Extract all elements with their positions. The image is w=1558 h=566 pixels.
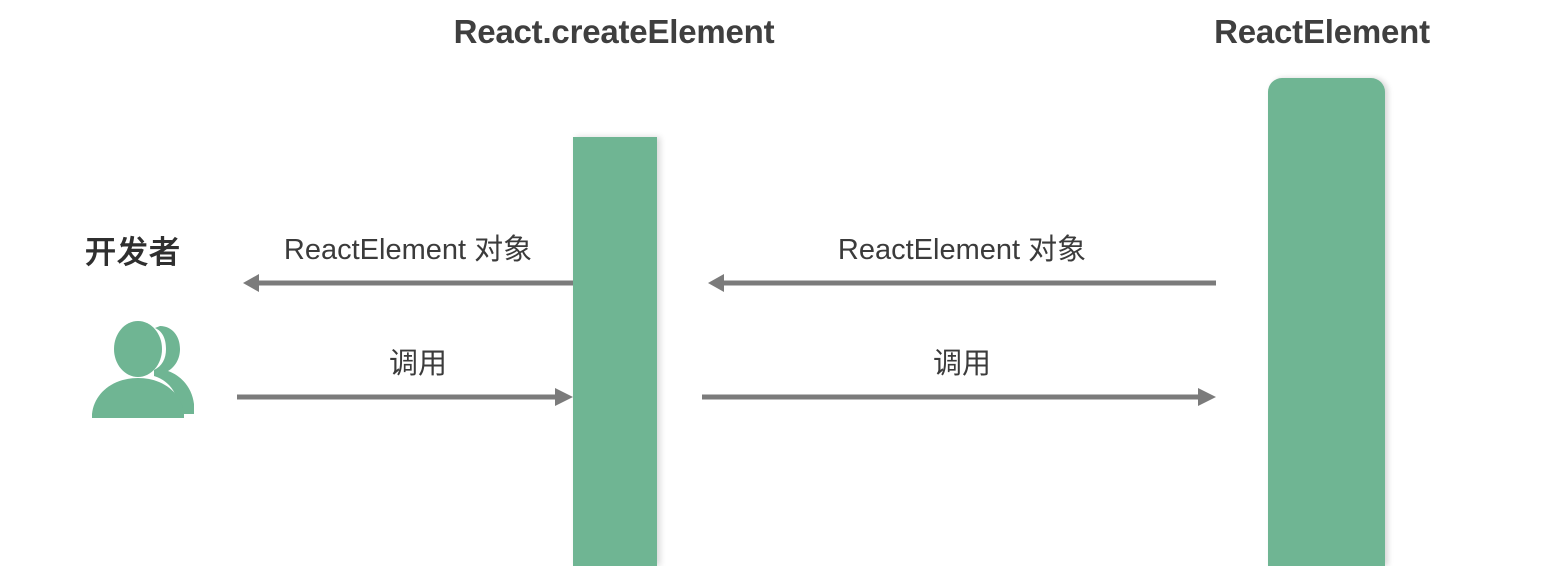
message-arrow-left-bottom bbox=[237, 388, 573, 406]
column-title-reactelement: ReactElement bbox=[1214, 13, 1430, 50]
actor-label-developer: 开发者 bbox=[85, 235, 181, 270]
message-label-right-top: ReactElement 对象 bbox=[837, 234, 1087, 266]
message-label-left-top: ReactElement 对象 bbox=[283, 234, 533, 266]
users-icon bbox=[86, 318, 210, 422]
lifeline-bar-reactelement bbox=[1268, 78, 1385, 566]
lifeline-bar-react-createelement bbox=[573, 137, 657, 566]
message-label-left-bottom: 调用 bbox=[388, 348, 448, 380]
message-label-right-bottom: 调用 bbox=[932, 348, 992, 380]
message-arrow-right-bottom bbox=[702, 388, 1216, 406]
message-arrow-left-top bbox=[243, 274, 573, 292]
column-title-react-createelement: React.createElement bbox=[453, 13, 775, 50]
message-arrow-right-top bbox=[708, 274, 1216, 292]
